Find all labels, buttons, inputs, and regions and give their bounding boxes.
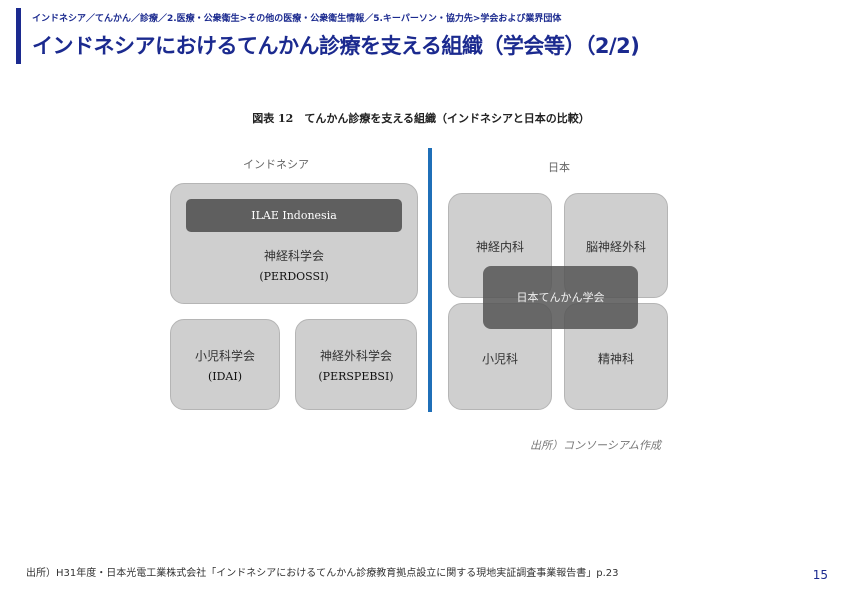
neurology-label: 神経内科 — [475, 240, 524, 254]
perdossi-name: 神経科学会 — [263, 249, 324, 263]
perspebsi-name: 神経外科学会 — [319, 349, 392, 363]
perspebsi-box: 神経外科学会 (PERSPEBSI) — [295, 319, 417, 410]
footer-source: 出所）H31年度・日本光電工業株式会社「インドネシアにおけるてんかん診療教育拠点… — [26, 568, 619, 579]
page-number: 15 — [812, 568, 828, 582]
title-accent-bar — [16, 8, 21, 64]
indonesia-label: インドネシア — [243, 158, 309, 171]
page-title: インドネシアにおけるてんかん診療を支える組織（学会等）（2/2) — [32, 34, 640, 58]
neurosurgery-label: 脳神経外科 — [585, 240, 646, 254]
neurology-box: 神経内科 — [448, 193, 552, 298]
ilae-indonesia-box: ILAE Indonesia — [186, 199, 402, 232]
idai-name: 小児科学会 — [194, 349, 255, 363]
perdossi-abbr: (PERDOSSI) — [259, 270, 329, 283]
region-divider — [428, 148, 432, 412]
japan-epilepsy-society-box: 日本てんかん学会 — [483, 266, 638, 329]
idai-box: 小児科学会 (IDAI) — [170, 319, 280, 410]
figure-title: 図表 12 てんかん診療を支える組織（インドネシアと日本の比較） — [252, 112, 590, 125]
perspebsi-abbr: (PERSPEBSI) — [318, 370, 394, 383]
japan-label: 日本 — [548, 161, 570, 174]
psychiatry-label: 精神科 — [597, 352, 634, 366]
breadcrumb: インドネシア／てんかん／診療／2.医療・公衆衛生>その他の医療・公衆衛生情報／5… — [32, 14, 562, 24]
pediatrics-label: 小児科 — [481, 352, 518, 366]
idai-abbr: (IDAI) — [207, 370, 243, 383]
figure-source: 出所）コンソーシアム作成 — [530, 439, 662, 452]
